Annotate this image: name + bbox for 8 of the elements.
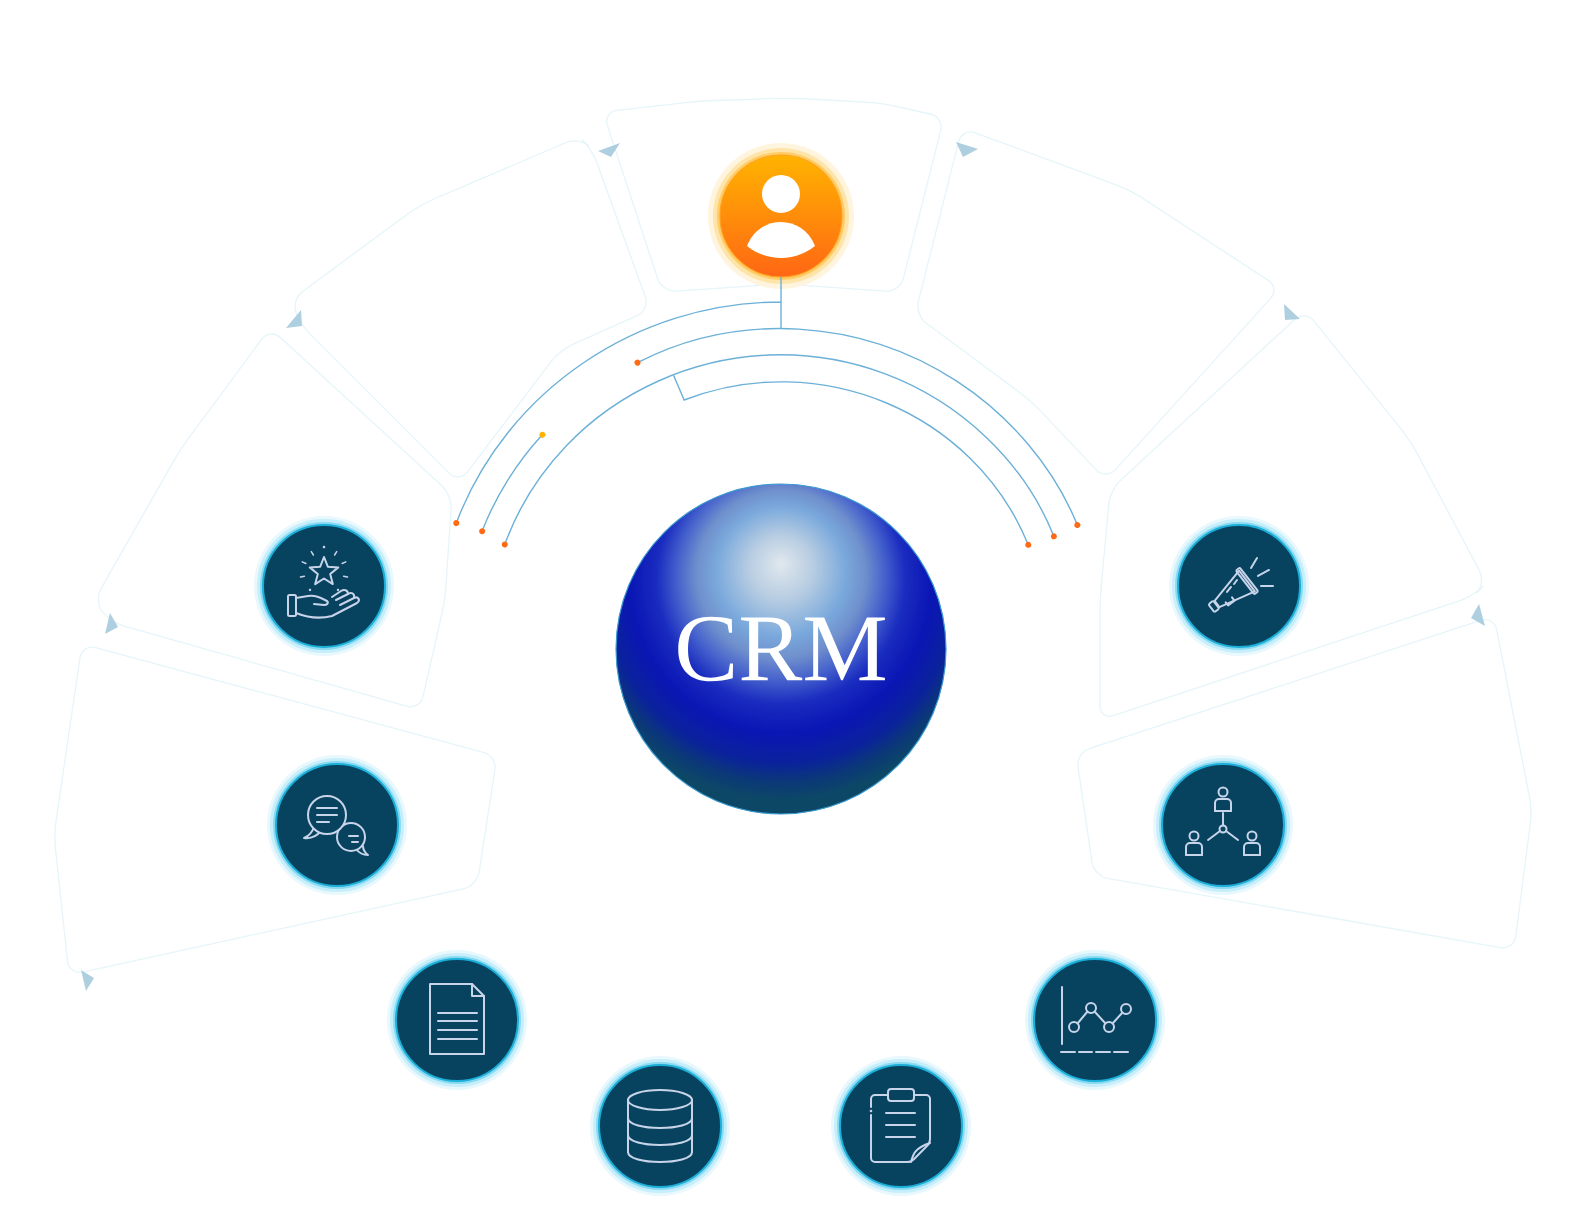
icon-circle xyxy=(254,516,394,656)
icon-circle xyxy=(590,1056,730,1196)
icon-circle xyxy=(831,1056,971,1196)
icon-circle xyxy=(1169,516,1309,656)
sphere: CRM xyxy=(615,483,947,815)
icon-circle xyxy=(387,950,527,1090)
icon-circle xyxy=(1025,950,1165,1090)
icon-circle xyxy=(1153,755,1293,895)
